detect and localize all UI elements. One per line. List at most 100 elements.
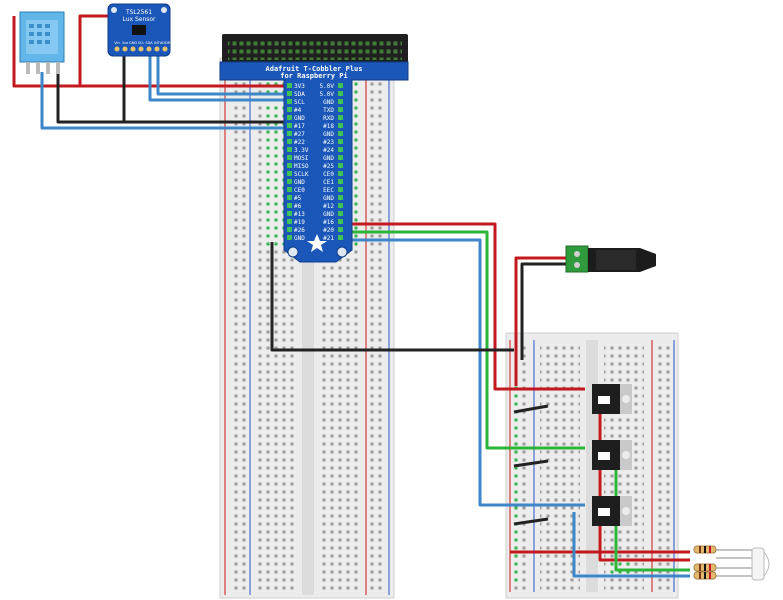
cobbler-title-line1: Adafruit T-Cobbler Plus [266,65,363,73]
cobbler-right-pin-label: #18 [323,123,334,130]
mosfet-2 [592,440,632,470]
star-logo-icon [307,234,327,252]
cobbler-left-pin-label: #26 [294,227,305,234]
wire-red-dht-power [12,16,290,88]
cobbler-left-pin-label: #6 [294,203,302,210]
cobbler-right-pin-label: GND [323,211,334,218]
resistor-2 [693,563,717,572]
lux-pin-pad [162,46,168,52]
cobbler-right-pin-label: TXD [323,107,334,114]
cobbler-pins-left: 3V3SDASCL#4GND#17#27#223.3VMOSIMISOSCLKG… [287,83,309,242]
cobbler-left-pin-label: MISO [294,163,309,170]
mount-hole-right [336,246,348,258]
cobbler-left-pin-label: #19 [294,219,305,226]
resistor-1 [693,545,717,554]
cobbler-right-pin-pad [338,147,343,152]
cobbler-right-pin-pad [338,235,343,240]
cobbler-right-pin-label: EEC [323,187,334,194]
lux-pin-label: SCL [138,41,145,45]
cobbler-left-pin-pad [287,139,292,144]
lux-pin-pad [130,46,136,52]
cobbler-right-pin-pad [338,227,343,232]
cobbler-right-pin-pad [338,91,343,96]
wire-blue-gpio-to-mosfet3 [352,238,585,507]
cobbler-left-pin-pad [287,195,292,200]
cobbler-right-pin-label: 5.0V [320,91,335,98]
wire-black-dht-gnd [56,72,290,124]
cobbler-left-pin-label: GND [294,115,305,122]
cobbler-left-pin-pad [287,131,292,136]
cobbler-right-pin-label: 5.0V [320,83,335,90]
cobbler-left-pin-label: CE0 [294,187,305,194]
cobbler-right-pin-label: GND [323,195,334,202]
cobbler-right-pin-label: GND [323,131,334,138]
lux-pin-label: SDA [145,41,153,45]
cobbler-right-pin-pad [338,195,343,200]
cobbler-right-pin-pad [338,163,343,168]
lux-pin-pad [146,46,152,52]
cobbler-left-pin-pad [287,211,292,216]
wire-black-gnd1 [513,404,549,414]
cobbler-left-pin-label: SCL [294,99,305,106]
cobbler-left-pin-label: GND [294,179,305,186]
cobbler-left-pin-label: #13 [294,211,305,218]
cobbler-right-pin-pad [338,155,343,160]
dht11-sensor [19,11,65,74]
second-breadboard [505,332,679,599]
cobbler-left-pin-pad [287,99,292,104]
cobbler-left-pin-pad [287,147,292,152]
cobbler-right-pin-pad [338,131,343,136]
cobbler-left-pin-label: #5 [294,195,302,202]
cobbler-left-pin-pad [287,115,292,120]
wire-blue-lux-scl [148,56,290,102]
cobbler-right-pin-label: #23 [323,139,334,146]
wire-black-jack [520,262,574,360]
wire-green-mosfet2-out [614,456,690,572]
cobbler-left-pin-pad [287,187,292,192]
cobbler-right-pin-label: #24 [323,147,334,154]
cobbler-right-pin-label: CE1 [323,179,334,186]
wire-black-gnd-to-board2 [270,242,514,352]
cobbler-left-pin-label: SCLK [294,171,309,178]
wire-black-gnd2 [513,459,549,468]
cobbler-left-pin-pad [287,171,292,176]
cobbler-left-pin-label: #22 [294,139,305,146]
cobbler-left-pin-label: SDA [294,91,305,98]
cobbler-right-pin-pad [338,99,343,104]
wire-red-gpio-to-mosfet1 [352,222,585,391]
cobbler-left-pin-pad [287,227,292,232]
cobbler-left-pin-pad [287,163,292,168]
lux-pin-label: 3vo [122,41,128,45]
cobbler-right-pin-label: #21 [323,235,334,242]
cobbler-pins-right: 5.0V5.0VGNDTXDRXD#18GND#23#24GND#25CE0CE… [320,83,343,242]
lux-sensor-name: Lux Sensor [122,16,156,23]
cobbler-right-pin-pad [338,123,343,128]
cobbler-right-pin-pad [338,115,343,120]
lux-pin-label: ADDR [160,41,171,45]
cobbler-left-pin-label: GND [294,235,305,242]
wires [12,14,690,578]
mount-hole-left [287,246,299,258]
cobbler-left-pin-pad [287,203,292,208]
wire-black-gnd3 [513,517,549,526]
cobbler-left-pin-pad [287,219,292,224]
resistor-3 [693,571,717,580]
cobbler-right-pin-pad [338,107,343,112]
cobbler-left-pin-label: 3.3V [294,147,309,154]
cobbler-right-pin-pad [338,203,343,208]
t-cobbler-plus: Adafruit T-Cobbler Plus for Raspberry Pi… [219,34,409,263]
cobbler-title-line2: for Raspberry Pi [280,72,347,80]
wire-green-gpio-to-mosfet2 [352,230,585,450]
cobbler-right-pin-pad [338,211,343,216]
wire-red-lux-power [78,14,108,86]
cobbler-right-pin-pad [338,83,343,88]
cobbler-right-pin-label: #25 [323,163,334,170]
cobbler-right-pin-label: GND [323,155,334,162]
cobbler-right-pin-pad [338,171,343,176]
cobbler-left-pin-label: #4 [294,107,302,114]
cobbler-right-pin-label: #20 [323,227,334,234]
lux-pin-pad [122,46,128,52]
cobbler-left-pin-label: 3V3 [294,83,305,90]
